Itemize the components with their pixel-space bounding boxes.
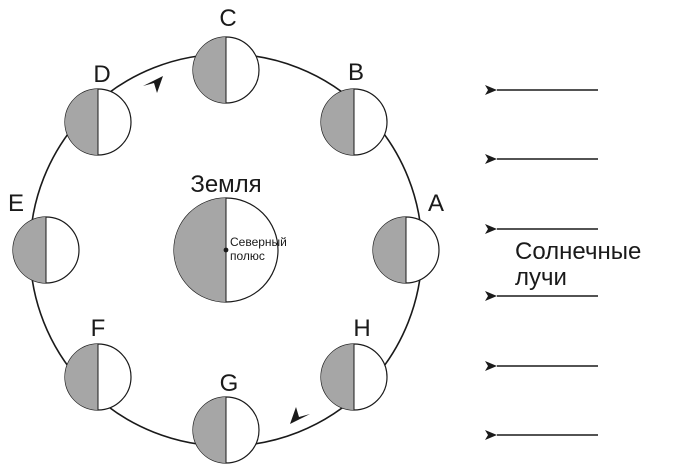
moon-h	[320, 343, 388, 411]
moon-a	[372, 216, 440, 284]
sun-rays-label-line1: Солнечные	[515, 238, 641, 265]
sun-rays-label-line2: лучи	[515, 264, 567, 291]
moon-label-f: F	[91, 315, 106, 342]
moon-label-h: H	[353, 315, 370, 342]
earth	[173, 197, 279, 303]
moon-label-b: B	[348, 59, 364, 86]
orbit-arrow-top	[143, 76, 163, 93]
moon-label-d: D	[93, 61, 110, 88]
moon-label-a: A	[428, 190, 444, 217]
moon-f	[64, 343, 132, 411]
moon-d	[64, 88, 132, 156]
moon-b	[320, 88, 388, 156]
moon-g	[192, 396, 260, 464]
moon-e	[12, 216, 80, 284]
moon-label-c: C	[219, 5, 236, 32]
moon-c	[192, 36, 260, 104]
north-pole-label-line2: полюс	[230, 249, 265, 263]
orbit-arrow-bottom	[290, 407, 310, 424]
earth-label: Земля	[190, 171, 261, 198]
moon-label-g: G	[220, 370, 239, 397]
north-pole-dot	[223, 247, 229, 253]
north-pole-label-line1: Северный	[230, 235, 287, 249]
moon-label-e: E	[8, 190, 24, 217]
